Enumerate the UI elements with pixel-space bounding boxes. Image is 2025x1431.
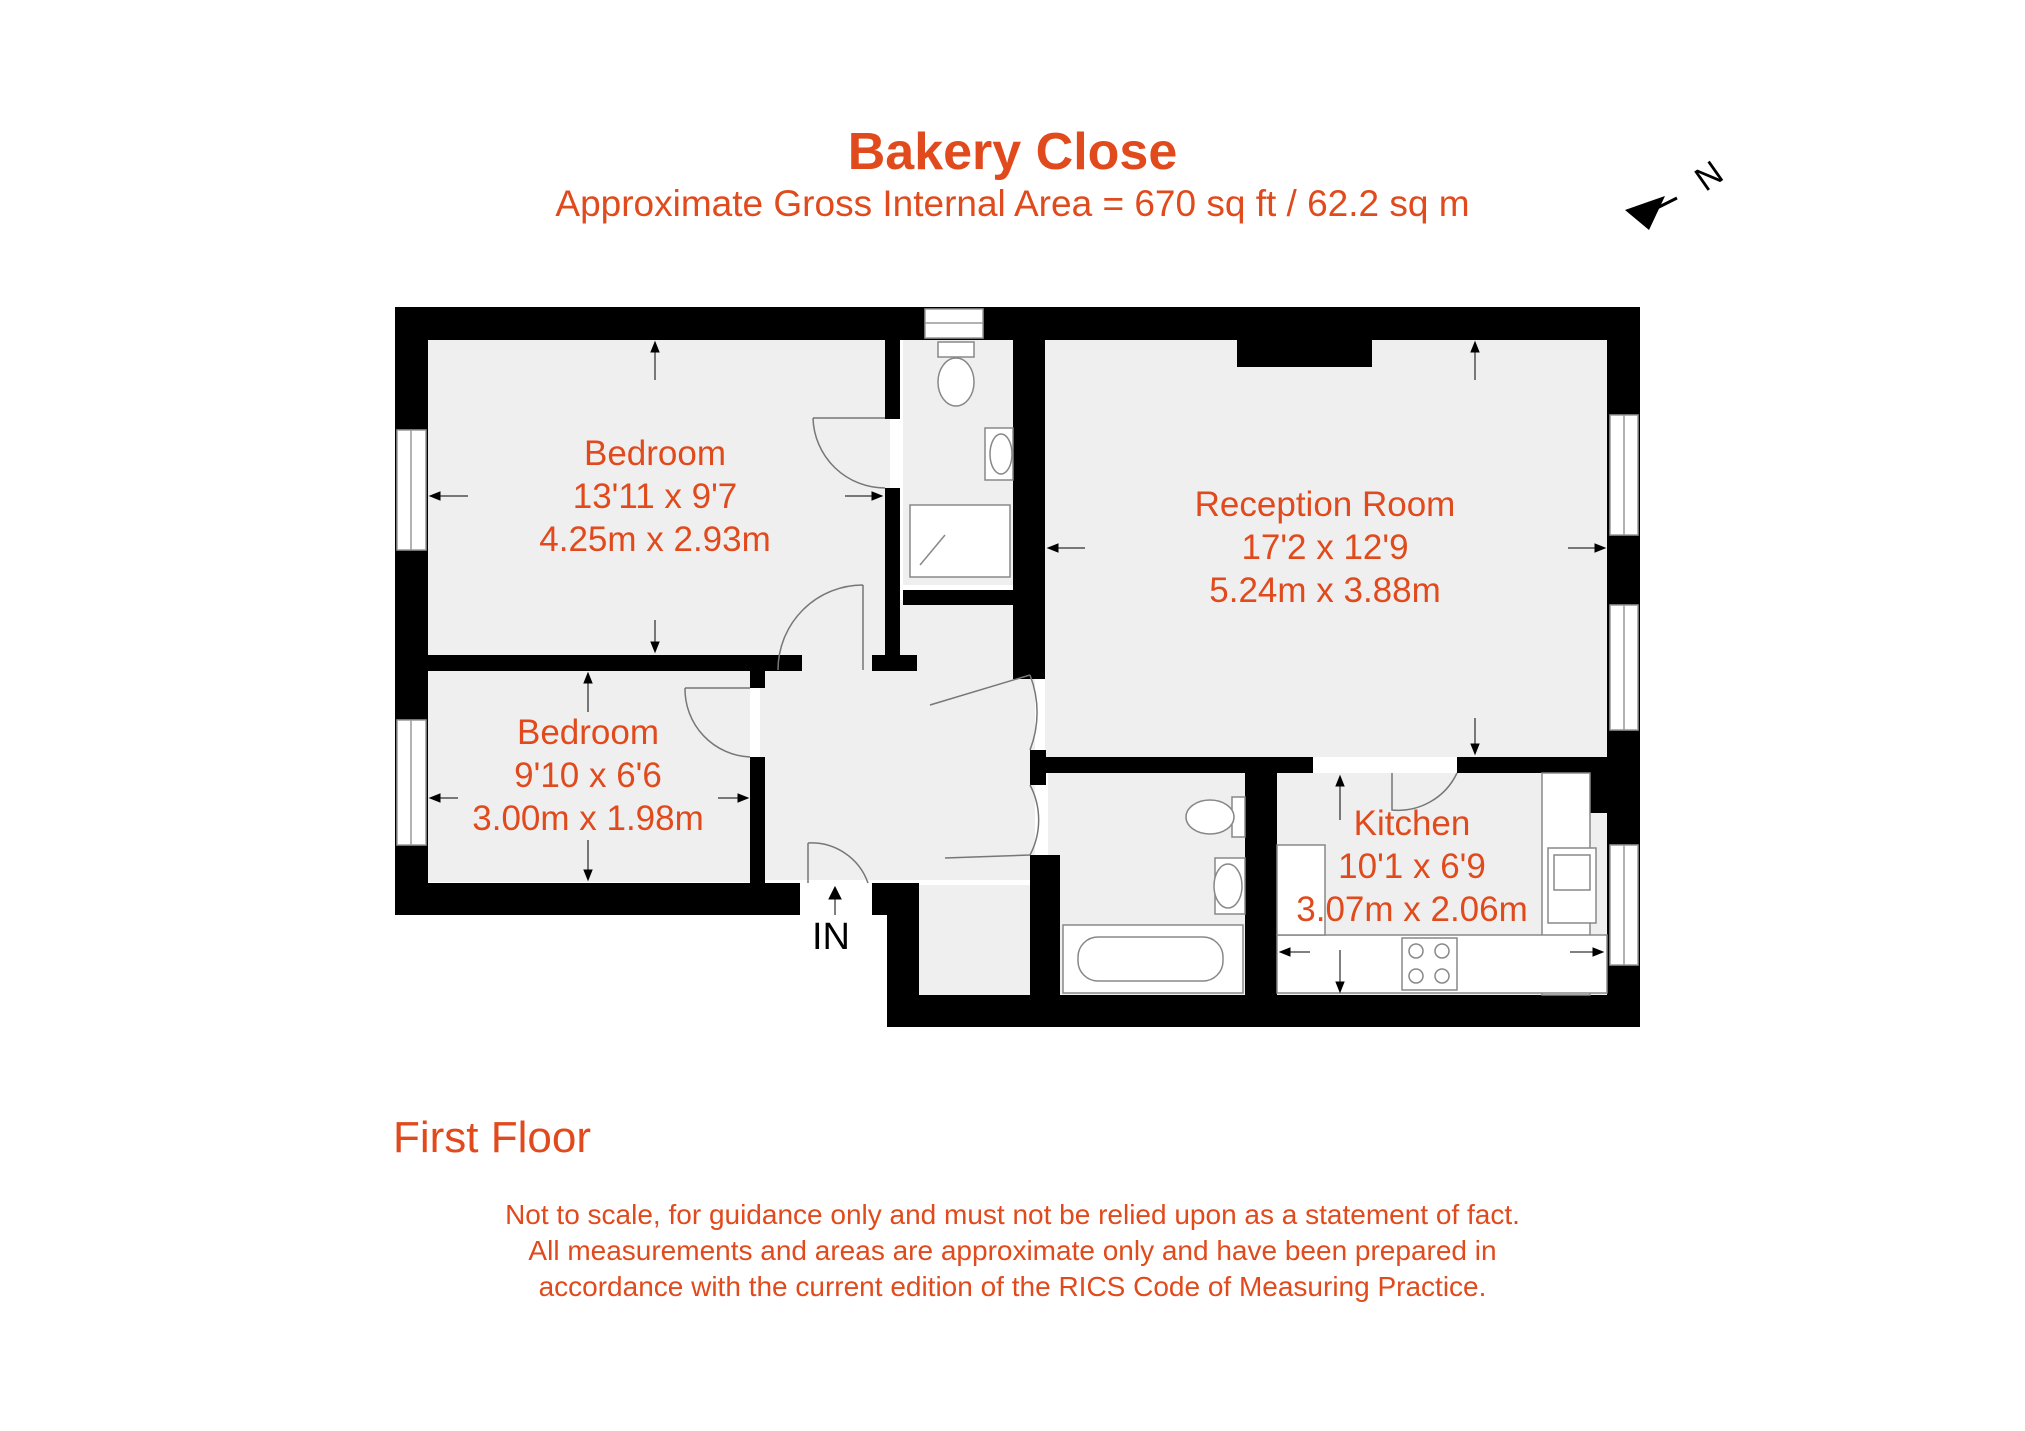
wall-bottom — [887, 995, 1640, 1027]
door-reception — [929, 674, 1038, 751]
floor-reception — [1045, 339, 1608, 757]
bathtub-inner — [1077, 936, 1224, 982]
wall-bathroom-left — [1030, 855, 1060, 995]
room-name: Bedroom — [516, 713, 660, 752]
door-bathroom — [944, 784, 1040, 859]
wall-bottom-left — [395, 883, 800, 915]
floor-fill — [427, 339, 1608, 995]
kitchen-worktop-left — [1276, 844, 1326, 936]
wall-hall-right-upper — [1030, 750, 1046, 785]
hob — [1401, 937, 1458, 991]
toilet-cistern-wc — [937, 341, 975, 358]
wall-in-right-stub — [872, 883, 919, 915]
kitchen-sink-bowl — [1553, 854, 1591, 891]
entrance-label: IN — [812, 916, 850, 958]
wall-reception-bottom — [1045, 757, 1313, 773]
shower-screen — [919, 534, 946, 566]
hob-ring-1 — [1408, 943, 1424, 959]
gross-area-text: Approximate Gross Internal Area = 670 sq… — [555, 183, 1470, 224]
wall-hall-left — [872, 655, 917, 671]
room-metric: 5.24m x 3.88m — [1209, 571, 1441, 610]
window-mullions — [410, 322, 1625, 965]
wall-bed2-right-upper — [750, 668, 765, 688]
hob-ring-4 — [1434, 968, 1450, 984]
room-label-kitchen: Kitchen 10'1 x 6'9 3.07m x 2.06m — [1262, 802, 1562, 931]
wall-top — [395, 307, 1640, 340]
wall-wc-top-left — [903, 590, 1030, 605]
hob-ring-3 — [1408, 968, 1424, 984]
room-name: Kitchen — [1353, 804, 1471, 843]
room-metric: 3.00m x 1.98m — [472, 799, 704, 838]
floor-cupboard — [918, 885, 1030, 995]
room-imperial: 9'10 x 6'6 — [514, 756, 662, 795]
room-name: Reception Room — [1194, 485, 1456, 524]
disclaimer-line-3: accordance with the current edition of t… — [538, 1271, 1487, 1302]
toilet-wc — [937, 357, 975, 407]
disclaimer: Not to scale, for guidance only and must… — [0, 1197, 2025, 1305]
door-wc — [812, 417, 886, 489]
plan-title: Bakery Close — [847, 123, 1178, 181]
doors — [684, 417, 1458, 884]
room-metric: 4.25m x 2.93m — [539, 520, 771, 559]
shower-tray — [909, 504, 1011, 578]
room-imperial: 17'2 x 12'9 — [1241, 528, 1409, 567]
wall-reception-bottom-right — [1457, 757, 1640, 773]
room-label-bedroom1: Bedroom 13'11 x 9'7 4.25m x 2.93m — [505, 432, 805, 561]
wall-bedrooms-divider — [427, 655, 802, 671]
room-label-reception: Reception Room 17'2 x 12'9 5.24m x 3.88m — [1150, 483, 1500, 612]
room-metric: 3.07m x 2.06m — [1296, 890, 1528, 929]
wall-bed1-right-top — [885, 339, 900, 419]
floor-label: First Floor — [393, 1113, 591, 1162]
door-bedroom2 — [684, 687, 751, 758]
basin-wc-bowl — [989, 433, 1013, 475]
fixtures — [909, 341, 1608, 996]
wall-wc-right — [1013, 339, 1045, 679]
north-arrow-shaft — [1652, 196, 1678, 212]
room-imperial: 10'1 x 6'9 — [1338, 847, 1486, 886]
chimney-breast — [1237, 339, 1372, 367]
disclaimer-line-1: Not to scale, for guidance only and must… — [505, 1199, 1520, 1230]
wall-bathroom-right — [1245, 773, 1277, 995]
hob-ring-2 — [1434, 943, 1450, 959]
door-kitchen — [1391, 772, 1458, 812]
kitchen-right-pier — [1590, 773, 1608, 813]
room-name: Bedroom — [583, 434, 727, 473]
room-label-bedroom2: Bedroom 9'10 x 6'6 3.00m x 1.98m — [438, 711, 738, 840]
north-arrow-head — [1625, 196, 1665, 230]
wall-bed1-right-mid — [885, 488, 900, 668]
north-arrow-icon: N — [1625, 154, 1730, 230]
wall-bed2-right — [750, 757, 765, 883]
toilet-bath — [1185, 799, 1235, 835]
door-entrance — [807, 842, 869, 884]
room-imperial: 13'11 x 9'7 — [572, 477, 738, 516]
dimension-arrows — [428, 340, 1607, 994]
disclaimer-line-2: All measurements and areas are approxima… — [528, 1235, 1497, 1266]
basin-bath-bowl — [1213, 863, 1243, 909]
door-bedroom1 — [777, 584, 864, 671]
